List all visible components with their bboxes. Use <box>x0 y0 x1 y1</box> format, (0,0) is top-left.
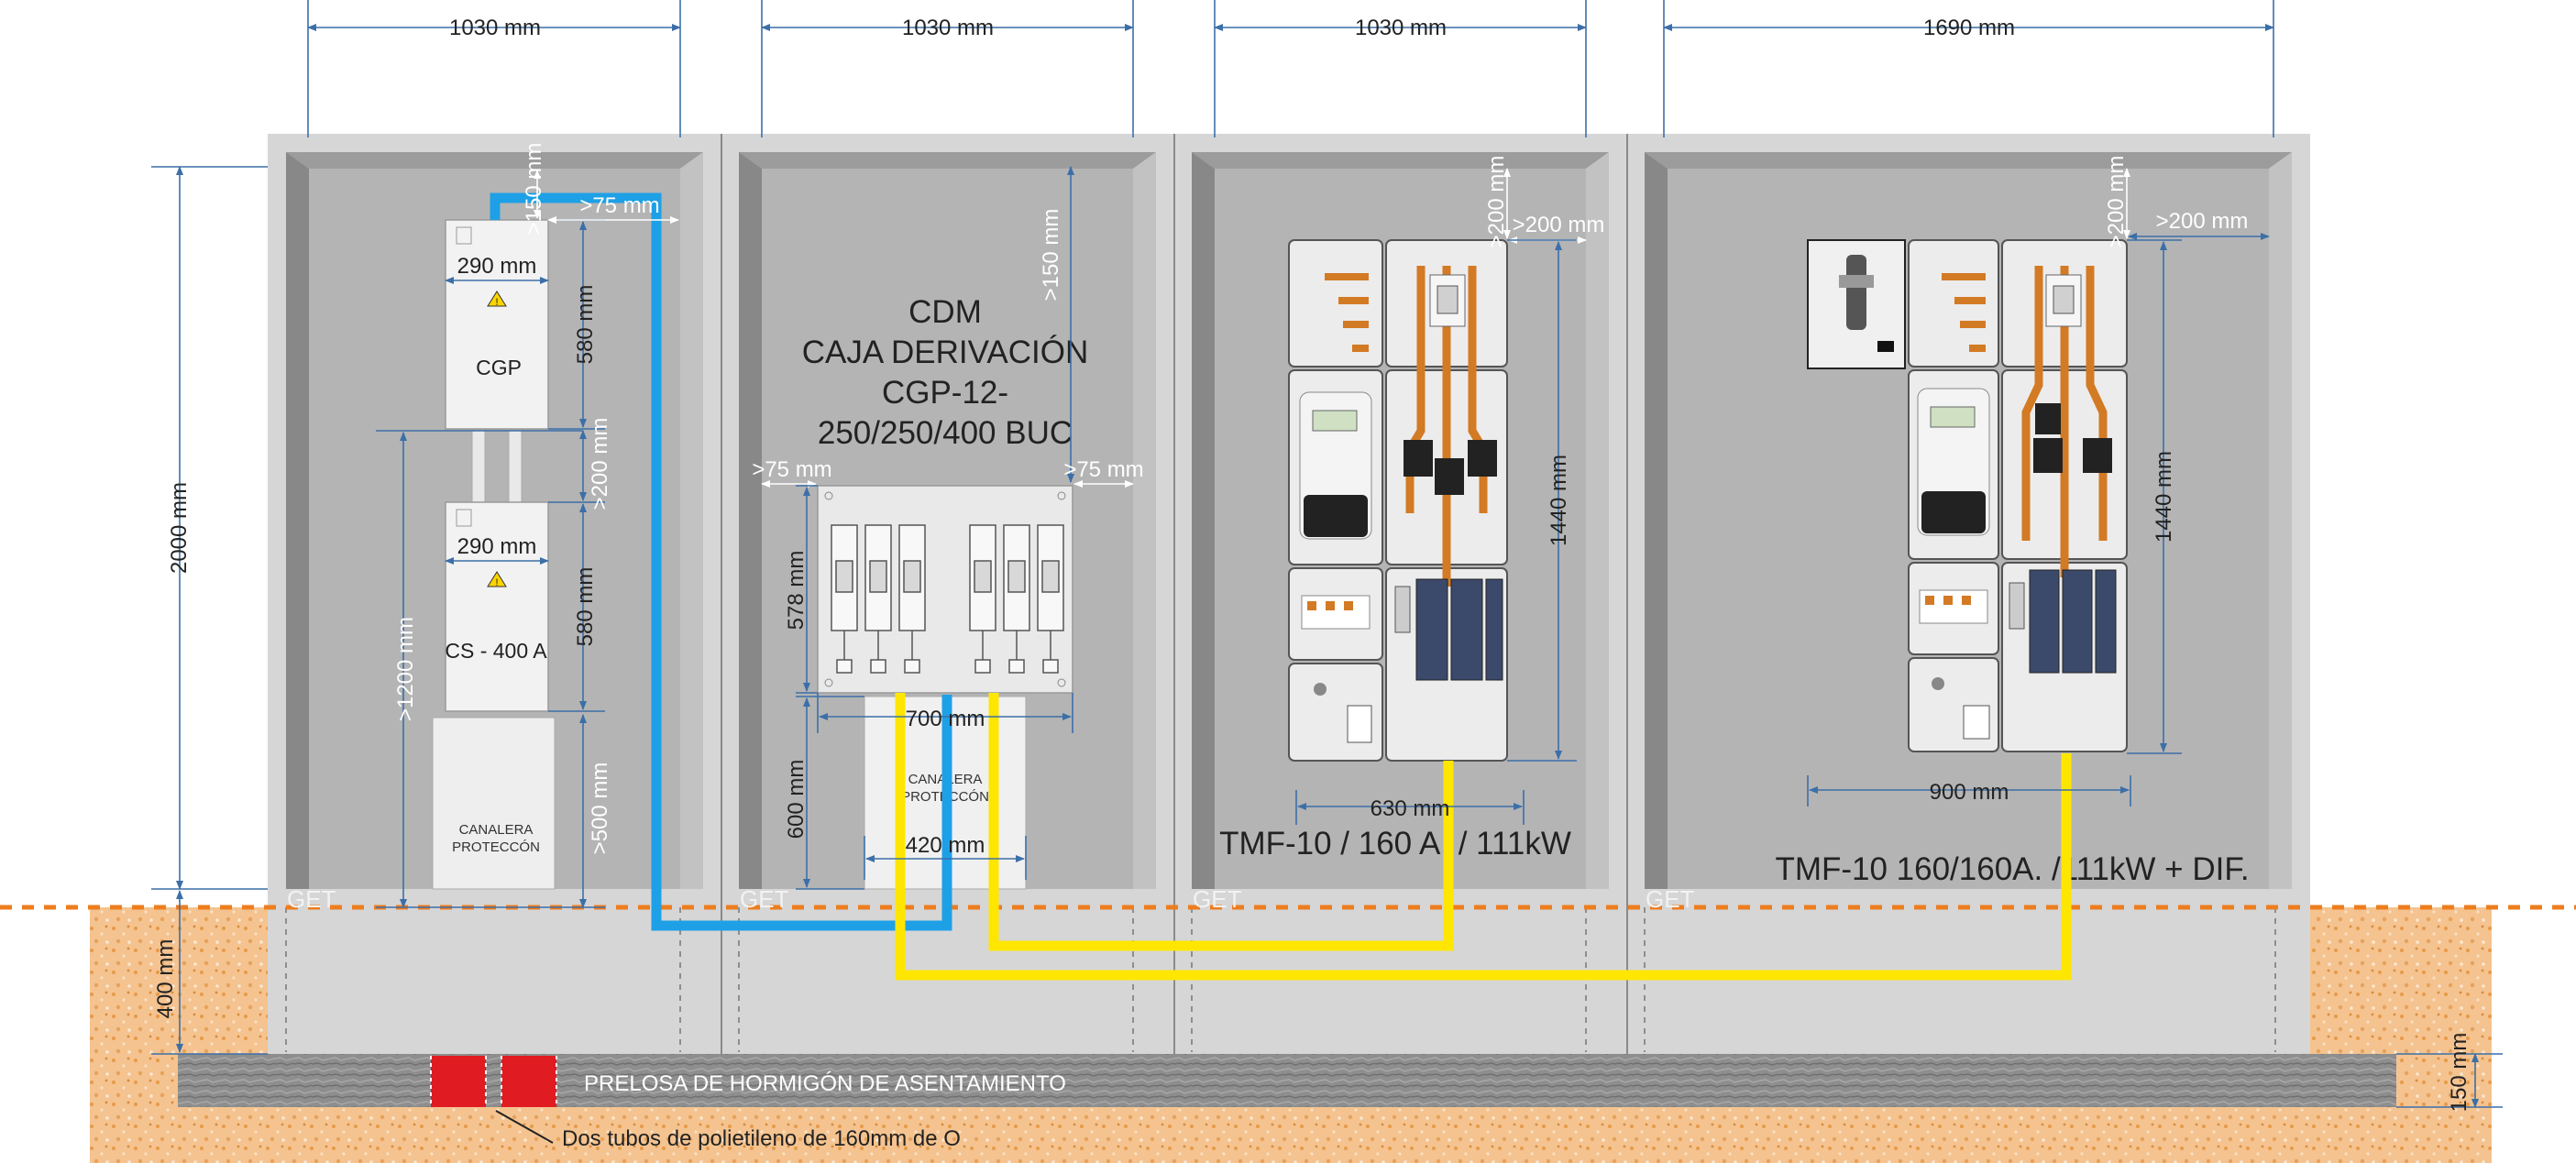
cdm-title-line: 250/250/400 BUC <box>818 415 1073 451</box>
dim-width-bay-3: 630 mm <box>1371 796 1450 821</box>
cgp-label: CGP <box>476 356 522 379</box>
get-label: GET <box>287 885 336 913</box>
dim-side-clearance-bay-4: >200 mm <box>2156 209 2249 234</box>
get-label: GET <box>740 885 789 913</box>
dim-cgp-width: 290 mm <box>457 254 537 279</box>
dim-top-bay-2: 1030 mm <box>902 16 994 40</box>
tmf10-label: TMF-10 / 160 A. / 111kW <box>1219 826 1571 861</box>
cdm-title-line: CAJA DERIVACIÓN <box>802 335 1088 370</box>
dim-top-clearance-bay-4: >200 mm <box>2104 156 2129 248</box>
dim-cgp-height: 580 mm <box>573 285 598 365</box>
dim-side-clearance-bay-3: >200 mm <box>1513 213 1605 237</box>
dim-panel-width: 700 mm <box>906 707 985 731</box>
cgp-cs-connector <box>508 430 523 505</box>
slab-label: PRELOSA DE HORMIGÓN DE ASENTAMIENTO <box>584 1071 1066 1096</box>
dim-top-clearance-bay-3: >200 mm <box>1484 156 1509 248</box>
dim-slab-150: 150 mm <box>2447 1033 2471 1113</box>
yellow-cables <box>895 693 2072 981</box>
blue-cable <box>490 192 952 931</box>
svg-text:!: ! <box>495 577 498 588</box>
dim-min-height: >1200 mm <box>393 617 418 721</box>
dim-right-clearance-bay-2: >75 mm <box>1063 457 1143 482</box>
dim-height-bay-4: 1440 mm <box>2152 451 2176 543</box>
dim-cs-width: 290 mm <box>457 534 537 559</box>
tmf10-dif-module <box>1807 239 2128 752</box>
cs-label: CS - 400 A <box>445 639 547 663</box>
dim-gap: >200 mm <box>588 418 612 510</box>
tubes-leader <box>495 1110 554 1144</box>
cdm-title-line: CDM <box>908 294 982 330</box>
dim-bottom-clearance: >500 mm <box>588 763 612 855</box>
svg-text:!: ! <box>495 297 498 308</box>
cdm-title-line: CGP-12- <box>882 375 1008 411</box>
get-label: GET <box>1646 885 1695 913</box>
dim-height-bay-3: 1440 mm <box>1547 455 1571 546</box>
dim-side-clearance-bay-1: >75 mm <box>579 193 659 218</box>
fuse-bases <box>831 524 1064 674</box>
dim-width-bay-4: 900 mm <box>1930 780 2009 805</box>
svg-text:PROTECCÓN: PROTECCÓN <box>452 839 540 855</box>
dim-top-bay-1: 1030 mm <box>449 16 541 40</box>
dim-top-bay-4: 1690 mm <box>1923 16 2015 40</box>
polyethylene-tubes <box>430 1056 557 1107</box>
dim-canalera-height: 600 mm <box>784 760 809 839</box>
dim-panel-height: 578 mm <box>784 551 809 631</box>
cs-box: ! CS - 400 A <box>445 501 549 712</box>
tubes-label: Dos tubos de polietileno de 160mm de O <box>562 1126 961 1151</box>
cgp-cs-connector <box>471 430 486 505</box>
tmf10-module <box>1288 239 1508 762</box>
cgp-box: ! CGP <box>445 219 549 430</box>
canalera-bay-1: CANALERA PROTECCÓN <box>432 717 556 890</box>
dim-canalera-width: 420 mm <box>906 833 985 858</box>
dim-left-clearance-bay-2: >75 mm <box>752 457 831 482</box>
get-label: GET <box>1193 885 1242 913</box>
dimension-lines <box>151 0 2503 1108</box>
dim-height-2000: 2000 mm <box>167 482 192 574</box>
dim-top-clearance-bay-2: >150 mm <box>1039 209 1063 302</box>
hidden-lines <box>285 907 2276 1052</box>
dim-top-clearance-bay-1: >150 mm <box>522 143 546 236</box>
tmf10-dif-label: TMF-10 160/160A. /111kW + DIF. <box>1775 851 2249 887</box>
dim-depth-400: 400 mm <box>153 939 178 1019</box>
dim-top-bay-3: 1030 mm <box>1355 16 1447 40</box>
dim-cs-height: 580 mm <box>573 567 598 647</box>
svg-text:CANALERA: CANALERA <box>459 822 534 838</box>
niche-bay-3 <box>1192 152 1609 889</box>
